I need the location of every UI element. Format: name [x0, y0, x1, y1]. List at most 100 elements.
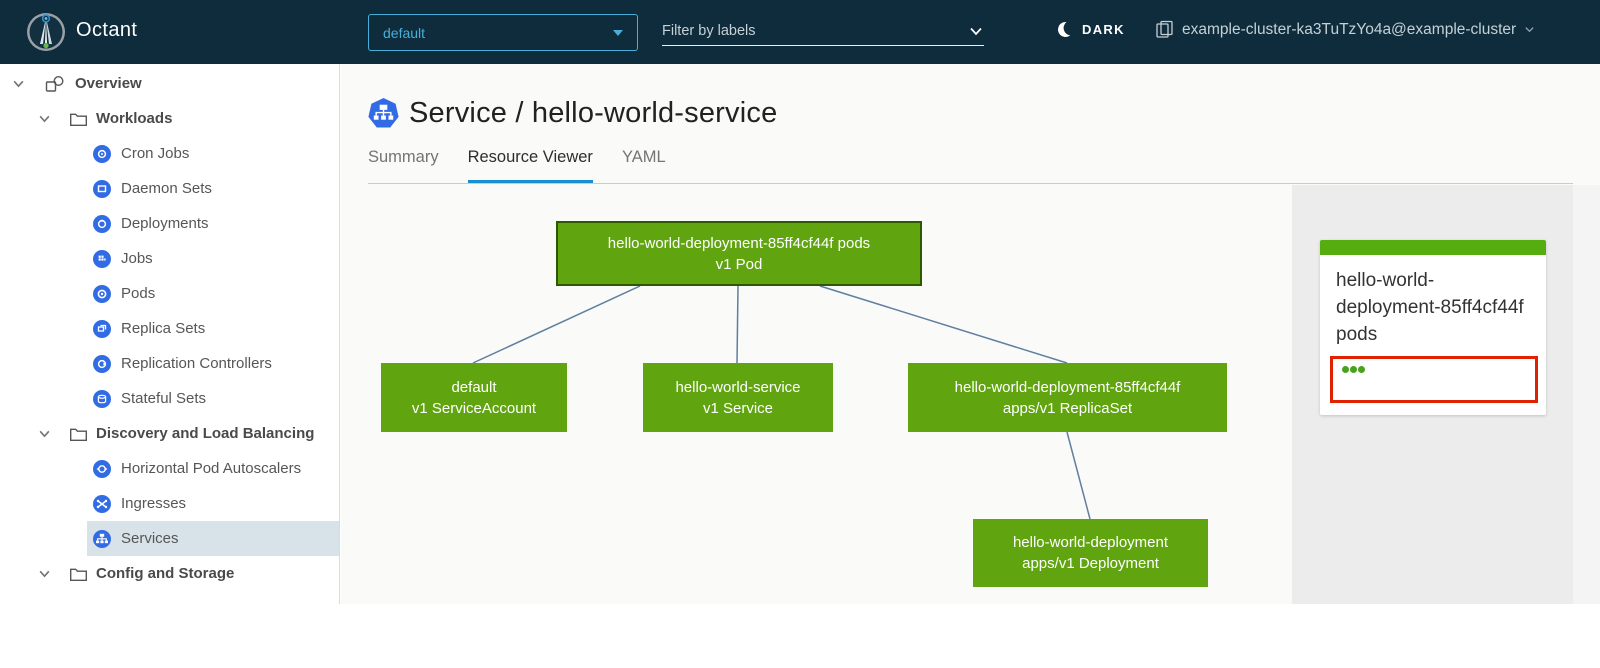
jobs-icon: [93, 249, 111, 268]
cron-jobs-icon: [93, 144, 111, 163]
pod-status-box: [1330, 356, 1538, 403]
sidebar-item-horizontal-pod-autoscalers[interactable]: Horizontal Pod Autoscalers: [87, 451, 339, 486]
daemon-sets-icon: [93, 179, 111, 198]
moon-icon: [1056, 20, 1074, 38]
node-title: hello-world-service: [675, 378, 801, 396]
node-title: hello-world-deployment-85ff4cf44f: [954, 378, 1181, 396]
node-title: hello-world-deployment: [1012, 534, 1169, 551]
context-switcher[interactable]: example-cluster-ka3TuTzYo4a@example-clus…: [1155, 20, 1535, 39]
sidebar-item-daemon-sets[interactable]: Daemon Sets: [87, 171, 339, 206]
tab-resource-viewer[interactable]: Resource Viewer: [468, 148, 593, 183]
sidebar-item-workloads[interactable]: Workloads: [0, 101, 339, 136]
folder-icon: [70, 428, 87, 441]
cluster-icon: [1156, 20, 1173, 38]
sidebar-item-label: Overview: [75, 75, 142, 92]
namespace-value: default: [383, 24, 426, 41]
node-title: default: [451, 378, 497, 396]
sidebar-item-services[interactable]: Services: [87, 521, 339, 556]
stateful-sets-icon: [93, 389, 111, 408]
sidebar-item-label: Ingresses: [121, 495, 187, 512]
sidebar-item-stateful-sets[interactable]: Stateful Sets: [87, 381, 339, 416]
pod-status-dot: [1358, 366, 1365, 373]
sidebar-item-label: Horizontal Pod Autoscalers: [121, 460, 302, 477]
theme-toggle[interactable]: DARK: [1058, 22, 1125, 37]
sidebar-item-replication-controllers[interactable]: Replication Controllers: [87, 346, 339, 381]
node-service-account[interactable]: default v1 ServiceAccount: [381, 363, 567, 432]
sidebar-item-label: Jobs: [121, 250, 153, 267]
label-filter-input[interactable]: [662, 22, 968, 39]
node-subtitle: v1 Service: [702, 399, 774, 417]
node-service[interactable]: hello-world-service v1 Service: [643, 363, 833, 432]
dropdown-caret-icon: [613, 29, 623, 36]
page-title: Service / hello-world-service: [409, 97, 778, 129]
tab-summary[interactable]: Summary: [368, 148, 439, 166]
chevron-down-icon[interactable]: [38, 427, 51, 440]
app-header: Octant default DARK example-cluster-ka3T…: [0, 0, 1600, 64]
sidebar-item-label: Discovery and Load Balancing: [96, 425, 315, 442]
sidebar-item-ingresses[interactable]: Ingresses: [87, 486, 339, 521]
tab-yaml[interactable]: YAML: [621, 148, 666, 166]
service-icon: [368, 98, 399, 128]
pods-icon: [93, 284, 111, 303]
detail-panel: hello-world-deployment-85ff4cf44f pods: [1292, 185, 1573, 604]
resource-card[interactable]: hello-world-deployment-85ff4cf44f pods: [1320, 240, 1546, 415]
chevron-down-icon[interactable]: [38, 112, 51, 125]
sidebar-item-discovery-and-load-balancing[interactable]: Discovery and Load Balancing: [0, 416, 339, 451]
sidebar-item-label: Services: [121, 530, 179, 547]
replica-sets-icon: [93, 319, 111, 338]
namespace-select[interactable]: default: [368, 14, 638, 51]
scrollbar-gutter[interactable]: [1573, 185, 1600, 604]
app-name: Octant: [76, 19, 138, 41]
sidebar-item-pods[interactable]: Pods: [87, 276, 339, 311]
card-title: hello-world-deployment-85ff4cf44f pods: [1336, 270, 1524, 345]
sidebar-item-label: Cron Jobs: [121, 145, 190, 162]
context-label: example-cluster-ka3TuTzYo4a@example-clus…: [1182, 20, 1517, 38]
replication-controllers-icon: [93, 354, 111, 373]
sidebar-item-label: Deployments: [121, 215, 209, 232]
ingresses-icon: [93, 494, 111, 513]
graph-edges: [472, 285, 1091, 520]
node-pod[interactable]: hello-world-deployment-85ff4cf44f pods v…: [556, 221, 922, 286]
card-body: hello-world-deployment-85ff4cf44f pods: [1320, 255, 1546, 415]
node-replica-set[interactable]: hello-world-deployment-85ff4cf44f apps/v…: [908, 363, 1227, 432]
sidebar-item-cron-jobs[interactable]: Cron Jobs: [87, 136, 339, 171]
chevron-down-icon[interactable]: [12, 77, 25, 90]
deployments-icon: [93, 214, 111, 233]
node-subtitle: v1 ServiceAccount: [411, 399, 537, 417]
sidebar-item-label: Replica Sets: [121, 320, 206, 337]
octant-app: Octant default DARK example-cluster-ka3T…: [0, 0, 1600, 604]
sidebar-item-label: Stateful Sets: [121, 390, 207, 407]
resource-graph: hello-world-deployment-85ff4cf44f pods v…: [341, 183, 1293, 604]
tab-bar: Summary Resource Viewer YAML: [368, 148, 1573, 184]
node-subtitle: apps/v1 Deployment: [1022, 555, 1159, 572]
horizontal-pod-autoscalers-icon: [93, 459, 111, 478]
card-status-bar: [1320, 240, 1546, 255]
pod-status-dots: [1342, 366, 1365, 373]
pod-status-dot: [1350, 366, 1357, 373]
folder-icon: [70, 568, 87, 581]
page-title-row: Service / hello-world-service: [368, 97, 777, 130]
chevron-down-icon[interactable]: [38, 567, 51, 580]
node-title: hello-world-deployment-85ff4cf44f pods: [607, 234, 871, 252]
sidebar-item-label: Pods: [121, 285, 156, 302]
sidebar-item-overview[interactable]: Overview: [0, 66, 339, 101]
sidebar-item-deployments[interactable]: Deployments: [87, 206, 339, 241]
sidebar-item-jobs[interactable]: Jobs: [87, 241, 339, 276]
sidebar: Overview Workloads Cron Jobs Daemon Sets: [0, 64, 340, 604]
sidebar-item-label: Workloads: [96, 110, 173, 127]
chevron-down-icon[interactable]: [968, 23, 984, 39]
sidebar-item-config-and-storage[interactable]: Config and Storage: [0, 556, 339, 591]
octant-logo-icon: [27, 13, 65, 51]
main-content: Service / hello-world-service Summary Re…: [341, 64, 1600, 604]
label-filter: [662, 16, 984, 46]
overview-icon: [45, 75, 64, 92]
node-subtitle: apps/v1 ReplicaSet: [1002, 399, 1133, 417]
theme-label: DARK: [1082, 22, 1125, 37]
sidebar-item-label: Config and Storage: [96, 565, 235, 582]
pod-status-dot: [1342, 366, 1349, 373]
folder-icon: [70, 113, 87, 126]
node-deployment[interactable]: hello-world-deployment apps/v1 Deploymen…: [973, 519, 1208, 587]
services-icon: [93, 529, 111, 548]
sidebar-item-replica-sets[interactable]: Replica Sets: [87, 311, 339, 346]
node-subtitle: v1 Pod: [715, 255, 763, 273]
